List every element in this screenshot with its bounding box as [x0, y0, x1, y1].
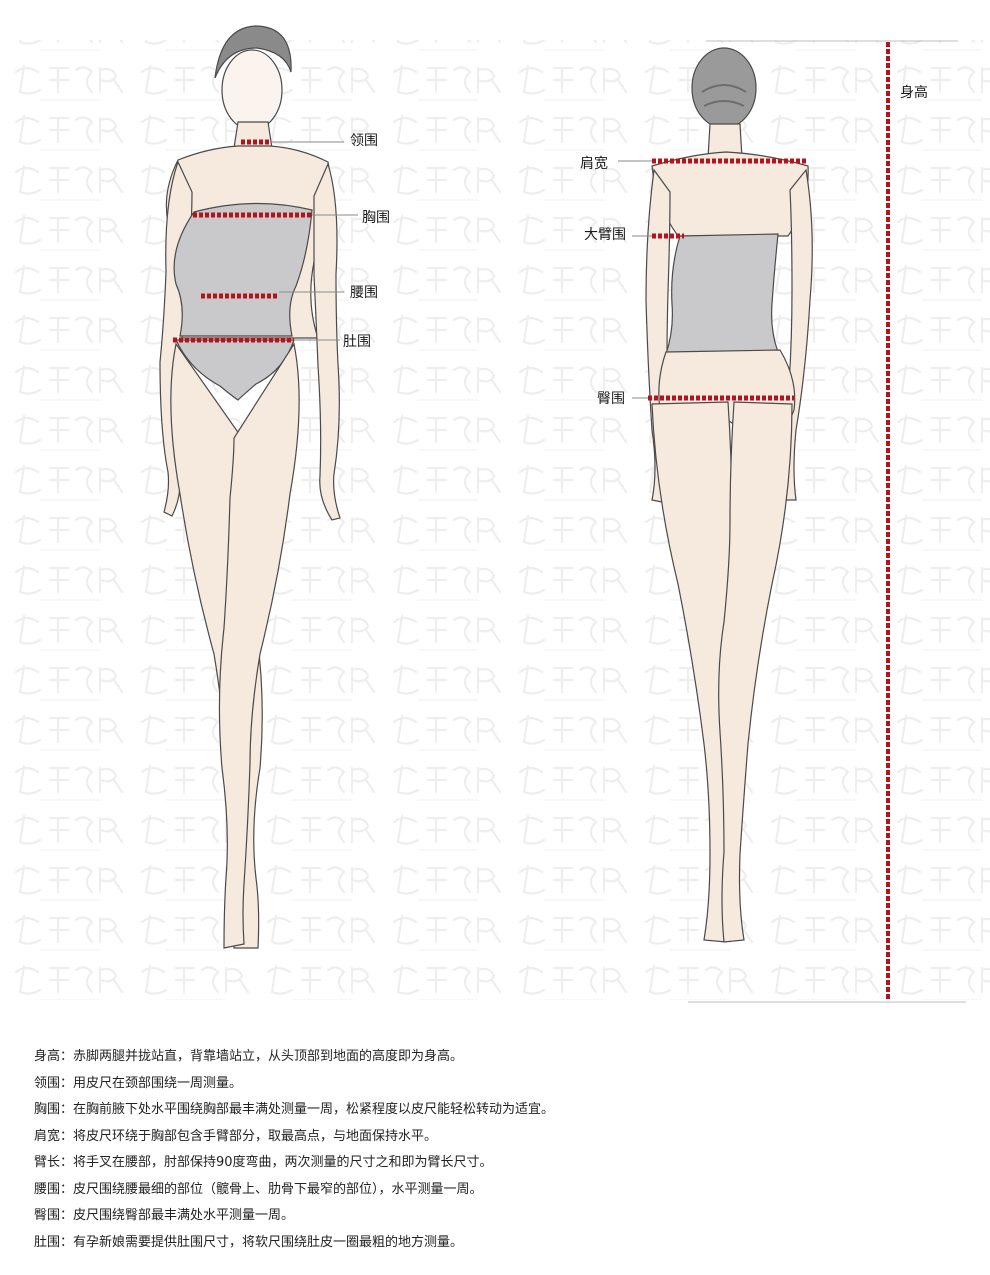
- note-arm-length: 臂长：将手叉在腰部，肘部保持90度弯曲，两次测量的尺寸之和即为臂长尺寸。: [34, 1150, 964, 1177]
- label-shoulder: 肩宽: [580, 153, 608, 173]
- note-chest: 胸围：在胸前腋下处水平围绕胸部最丰满处测量一周，松紧程度以皮尺能轻松转动为适宜。: [34, 1097, 964, 1124]
- measurement-notes: 身高：赤脚两腿并拢站直，背靠墙站立，从头顶部到地面的高度即为身高。 领围：用皮尺…: [34, 1044, 964, 1256]
- label-belly: 肚围: [343, 331, 371, 351]
- label-upper-arm: 大臂围: [584, 224, 626, 244]
- front-figure: [160, 26, 340, 948]
- back-figure: [646, 48, 812, 942]
- note-belly: 肚围：有孕新娘需要提供肚围尺寸，将软尺围绕肚皮一圈最粗的地方测量。: [34, 1230, 964, 1257]
- label-waist: 腰围: [350, 282, 378, 302]
- label-height: 身高: [900, 82, 928, 102]
- note-neck: 领围：用皮尺在颈部围绕一周测量。: [34, 1071, 964, 1098]
- label-neck: 领围: [350, 130, 378, 150]
- note-shoulder: 肩宽：将皮尺环绕于胸部包含手臂部分，取最高点，与地面保持水平。: [34, 1124, 964, 1151]
- body-measurement-illustration: [0, 0, 990, 1010]
- label-hip: 臀围: [597, 388, 625, 408]
- note-height: 身高：赤脚两腿并拢站直，背靠墙站立，从头顶部到地面的高度即为身高。: [34, 1044, 964, 1071]
- note-waist: 腰围：皮尺围绕腰最细的部位（髋骨上、肋骨下最窄的部位），水平测量一周。: [34, 1177, 964, 1204]
- label-chest: 胸围: [362, 207, 390, 227]
- note-hip: 臀围：皮尺围绕臀部最丰满处水平测量一周。: [34, 1203, 964, 1230]
